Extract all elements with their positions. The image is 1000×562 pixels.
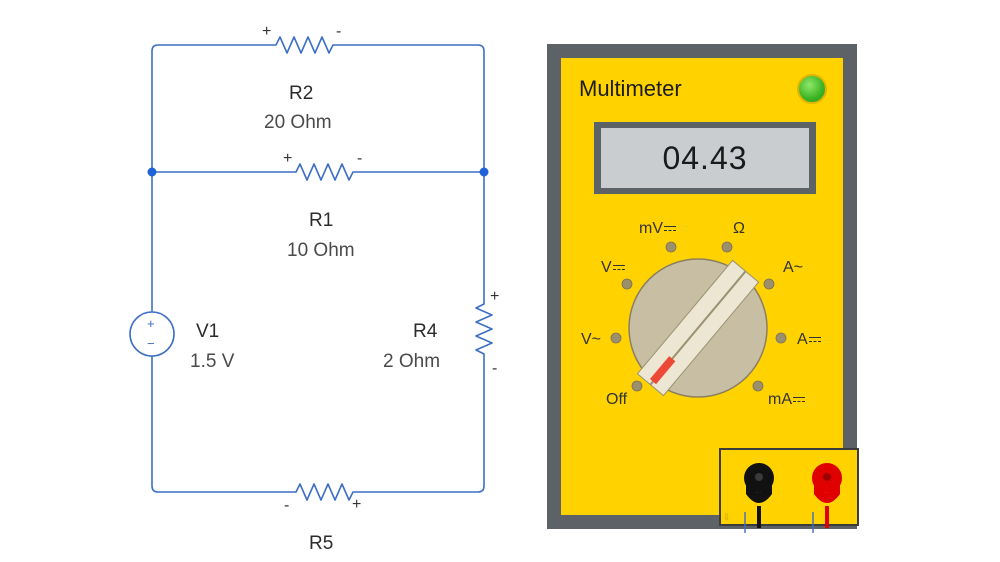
probe-jacks [744,463,842,528]
multimeter: Multimeter 04.43 [547,44,859,529]
down-arrow-icon: ⇩ [723,512,731,522]
mode-label-a-dc[interactable]: A [797,331,821,349]
dc-symbol-icon [664,226,676,232]
mode-label-mv-dc[interactable]: mV [639,220,676,238]
mode-dot-ma-dc[interactable] [752,380,764,392]
mode-label-v-dc[interactable]: V [601,259,625,277]
mode-label-a-ac[interactable]: A~ [783,259,804,276]
r1-value-label: 10 Ohm [287,240,355,261]
r4-name-label: R4 [413,321,438,342]
v1-minus-sign: − [147,336,155,351]
wire-top-left [151,44,268,172]
mode-label-ohm[interactable]: Ω [733,220,745,237]
mode-dot-v-ac[interactable] [610,332,622,344]
v1-plus-sign: + [147,316,155,331]
mode-dot-v-dc[interactable] [621,278,633,290]
mode-dot-a-dc[interactable] [775,332,787,344]
wire-top-right [338,44,485,172]
mode-label-off[interactable]: Off [606,391,628,408]
r4-minus-sign: - [492,360,498,377]
r4-value-label: 2 Ohm [383,351,441,372]
r1-name-label: R1 [309,210,334,231]
dc-symbol-icon [808,337,821,343]
rotary-selector-knob[interactable] [628,258,768,398]
node-left [147,167,157,177]
dial-area [610,241,787,398]
mode-dot-mv-dc[interactable] [665,241,677,253]
r2-minus-sign: - [336,23,342,40]
r5-minus-sign: - [284,497,290,514]
r2-plus-sign: + [262,23,272,40]
r5-name-label: R5 [309,533,334,554]
wire-left-lower [151,356,290,493]
r4-plus-sign: + [490,288,500,305]
mode-dot-off[interactable] [631,380,643,392]
dc-symbol-icon [793,397,805,403]
display-readout: 04.43 [601,128,809,188]
v1-name-label: V1 [196,321,220,342]
power-led-indicator [797,74,827,104]
v1-value-label: 1.5 V [190,351,235,372]
dc-symbol-icon [612,265,625,271]
resistor-r2-symbol[interactable] [268,36,338,54]
r2-name-label: R2 [289,83,314,104]
knob-pointer-marker [649,356,676,385]
r2-value-label: 20 Ohm [264,112,332,133]
red-probe-jack[interactable] [812,463,842,528]
r1-minus-sign: - [357,150,363,167]
r1-plus-sign: + [283,150,293,167]
multimeter-title: Multimeter [579,76,682,101]
wire-right-lower [358,360,485,493]
black-probe-jack[interactable] [744,463,774,528]
node-right [479,167,489,177]
resistor-r1-symbol[interactable] [290,163,358,181]
r5-plus-sign: + [352,496,362,513]
mode-dot-ohm[interactable] [721,241,733,253]
mode-dot-a-ac[interactable] [763,278,775,290]
voltage-source-v1-symbol[interactable] [129,311,175,357]
display-frame: 04.43 [594,122,816,194]
mode-label-ma-dc[interactable]: mA [768,391,805,409]
resistor-r5-symbol[interactable] [290,483,358,501]
probe-jack-panel: ⇩ [719,448,859,528]
resistor-r4-symbol[interactable] [475,298,493,360]
mode-label-v-ac[interactable]: V~ [581,331,602,348]
multimeter-face: Multimeter 04.43 [561,58,859,528]
